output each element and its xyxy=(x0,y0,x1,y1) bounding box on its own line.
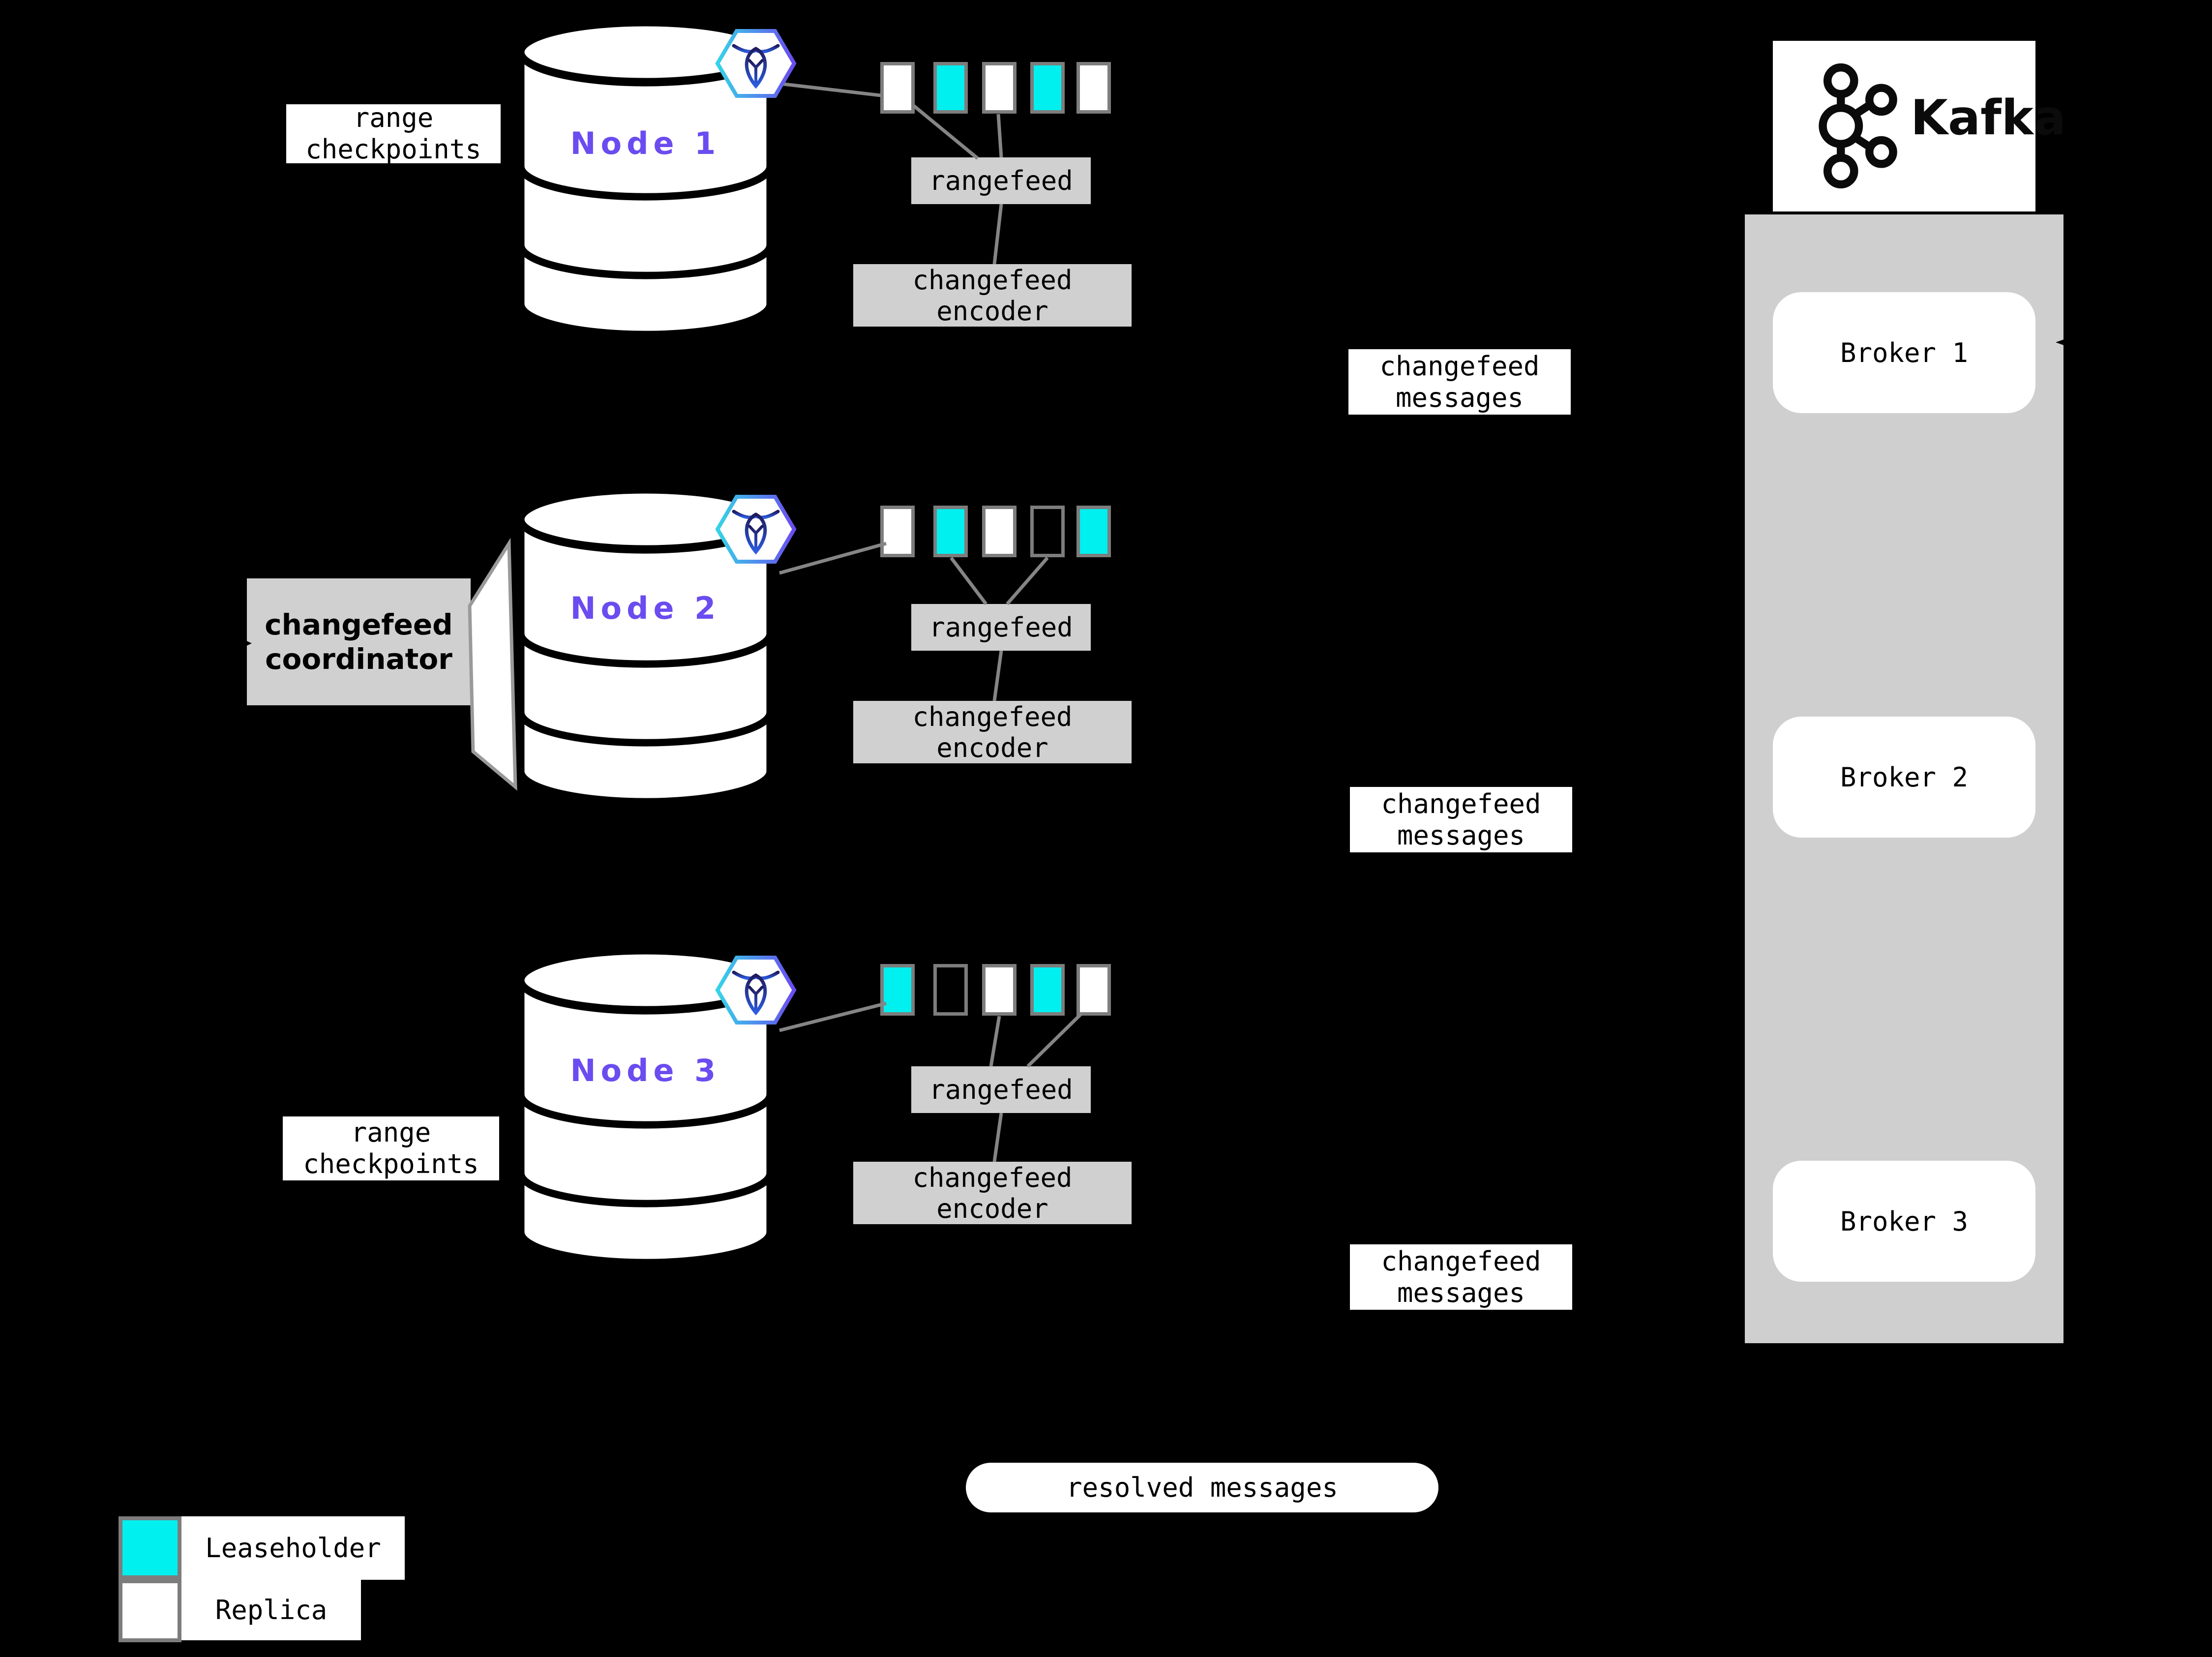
range-box xyxy=(880,62,915,114)
range-checkpoints-label-3: range checkpoints xyxy=(283,1116,499,1180)
range-box xyxy=(1076,62,1111,114)
node2-label: Node 2 xyxy=(570,590,721,626)
kafka-cluster-box: Broker 1 Broker 2 Broker 3 xyxy=(1745,214,2063,1343)
range-box xyxy=(1030,62,1065,114)
node3-label: Node 3 xyxy=(570,1053,721,1088)
changefeed-messages-label-1: changefeed messages xyxy=(1348,349,1571,415)
changefeed-messages-label-3: changefeed messages xyxy=(1350,1244,1572,1310)
legend-leaseholder-label: Leaseholder xyxy=(181,1516,405,1580)
node1-cylinder xyxy=(517,19,774,338)
range-box xyxy=(933,62,968,114)
broker-3: Broker 3 xyxy=(1773,1161,2035,1282)
range-box xyxy=(1030,964,1065,1016)
range-box xyxy=(933,506,968,557)
arrowhead-into-kafka xyxy=(2056,335,2075,349)
changefeed-messages-label-2: changefeed messages xyxy=(1350,787,1572,852)
range-box xyxy=(1030,506,1065,557)
cockroachdb-icon xyxy=(715,956,797,1024)
legend-replica-label: Replica xyxy=(181,1580,361,1640)
range-checkpoints-label-1: range checkpoints xyxy=(286,102,501,165)
changefeed-encoder-box-2: changefeed encoder xyxy=(853,701,1132,763)
changefeed-encoder-box-1: changefeed encoder xyxy=(853,264,1132,327)
range-box xyxy=(1076,964,1111,1016)
resolved-messages-label: resolved messages xyxy=(966,1463,1438,1512)
node3-cylinder xyxy=(517,947,774,1266)
cockroachdb-icon xyxy=(715,495,797,564)
range-box xyxy=(933,964,968,1016)
range-box xyxy=(880,506,915,557)
rangefeed-box-2: rangefeed xyxy=(911,604,1091,651)
rangefeed-box-3: rangefeed xyxy=(911,1066,1091,1113)
range-box xyxy=(1076,506,1111,557)
range-box xyxy=(982,506,1016,557)
kafka-logo-text: Kafka xyxy=(1911,90,2066,146)
node1-label: Node 1 xyxy=(570,125,721,161)
cockroachdb-icon xyxy=(715,29,797,98)
broker-2: Broker 2 xyxy=(1773,717,2035,838)
legend-replica-swatch xyxy=(119,1579,181,1642)
range-box xyxy=(982,62,1016,114)
arrowhead-into-coordinator xyxy=(242,639,252,648)
range-box xyxy=(982,964,1016,1016)
coordinator-funnel xyxy=(468,538,517,791)
range-box xyxy=(880,964,915,1016)
changefeed-encoder-box-3: changefeed encoder xyxy=(853,1162,1132,1224)
legend-leaseholder-swatch xyxy=(119,1516,181,1579)
rangefeed-box-1: rangefeed xyxy=(911,157,1091,204)
changefeed-coordinator-box: changefeed coordinator xyxy=(247,578,471,705)
node2-cylinder xyxy=(517,486,774,806)
kafka-logo-box: Kafka xyxy=(1773,41,2066,211)
broker-1: Broker 1 xyxy=(1773,292,2035,413)
kafka-icon xyxy=(1819,63,1897,189)
